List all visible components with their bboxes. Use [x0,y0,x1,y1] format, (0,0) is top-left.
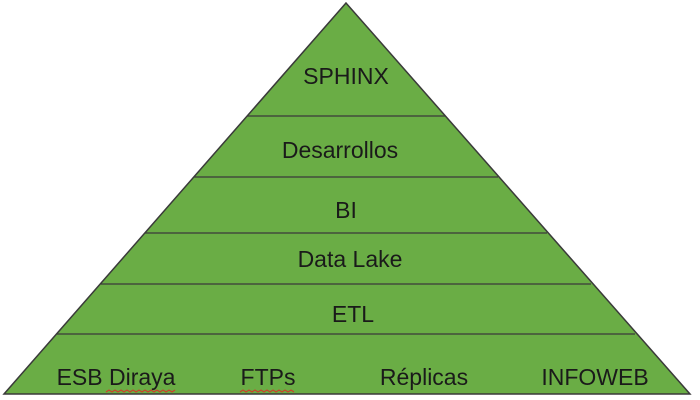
base-item-infoweb: INFOWEB [541,364,648,390]
layer-label-desarrollos: Desarrollos [282,137,398,163]
base-item-esb-diraya: ESB Diraya [57,364,176,390]
base-item-ftps: FTPs [241,364,296,390]
layer-label-etl: ETL [332,301,374,327]
spellcheck-underline [239,389,295,393]
layer-label-bi: BI [335,197,357,223]
spellcheck-underline [105,389,176,393]
pyramid-shape [2,1,692,395]
layer-label-sphinx: SPHINX [303,63,389,89]
layer-label-data-lake: Data Lake [298,246,403,272]
base-item-replicas: Réplicas [380,364,468,390]
